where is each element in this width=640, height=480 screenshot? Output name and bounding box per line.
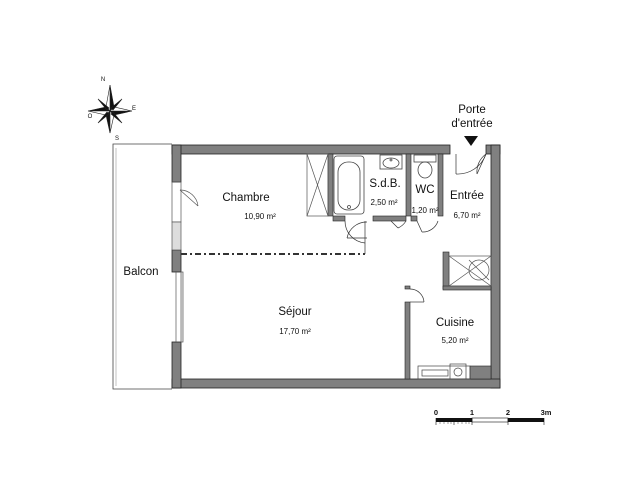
room-area-wc: 1,20 m² [411,206,439,215]
compass-north: N [100,77,106,83]
compass-west: O [87,114,93,120]
exterior-walls [171,144,501,389]
bathroom-sink [379,154,403,170]
room-area-entree: 6,70 m² [453,211,481,220]
kitchen-units [417,363,471,380]
scale-tick-0: 0 [433,408,439,417]
room-label-chambre: Chambre [222,192,270,204]
bathtub [333,155,365,215]
room-area-sejour: 17,70 m² [279,327,311,336]
entry-label-line1: Porte [458,104,486,116]
room-area-chambre: 10,90 m² [244,212,276,221]
room-label-sejour: Séjour [278,306,312,318]
interior-walls [327,153,492,380]
room-label-sdb: S.d.B. [369,178,401,190]
room-label-wc: WC [415,184,435,196]
room-label-cuisine: Cuisine [435,317,475,329]
scale-bar [435,417,545,425]
scale-tick-2: 2 [505,408,511,417]
scale-tick-3m: 3m [540,408,552,417]
room-area-sdb: 2,50 m² [370,198,398,207]
windows [171,181,199,343]
room-label-entree: Entrée [450,190,484,202]
room-label-balcon: Balcon [123,266,159,278]
scale-tick-1: 1 [469,408,475,417]
wardrobe [306,153,329,217]
toilet [413,154,437,179]
entry-label-line2: d'entrée [451,118,493,130]
entry-cupboard [448,255,492,287]
doors [344,153,487,303]
compass-south: S [114,136,120,142]
room-area-cuisine: 5,20 m² [441,336,469,345]
compass-rose [87,84,133,134]
balcony-outline [112,143,172,390]
entry-arrow [464,136,478,146]
entry-door-label: Porte d'entrée [451,103,492,131]
compass-east: E [131,106,137,112]
